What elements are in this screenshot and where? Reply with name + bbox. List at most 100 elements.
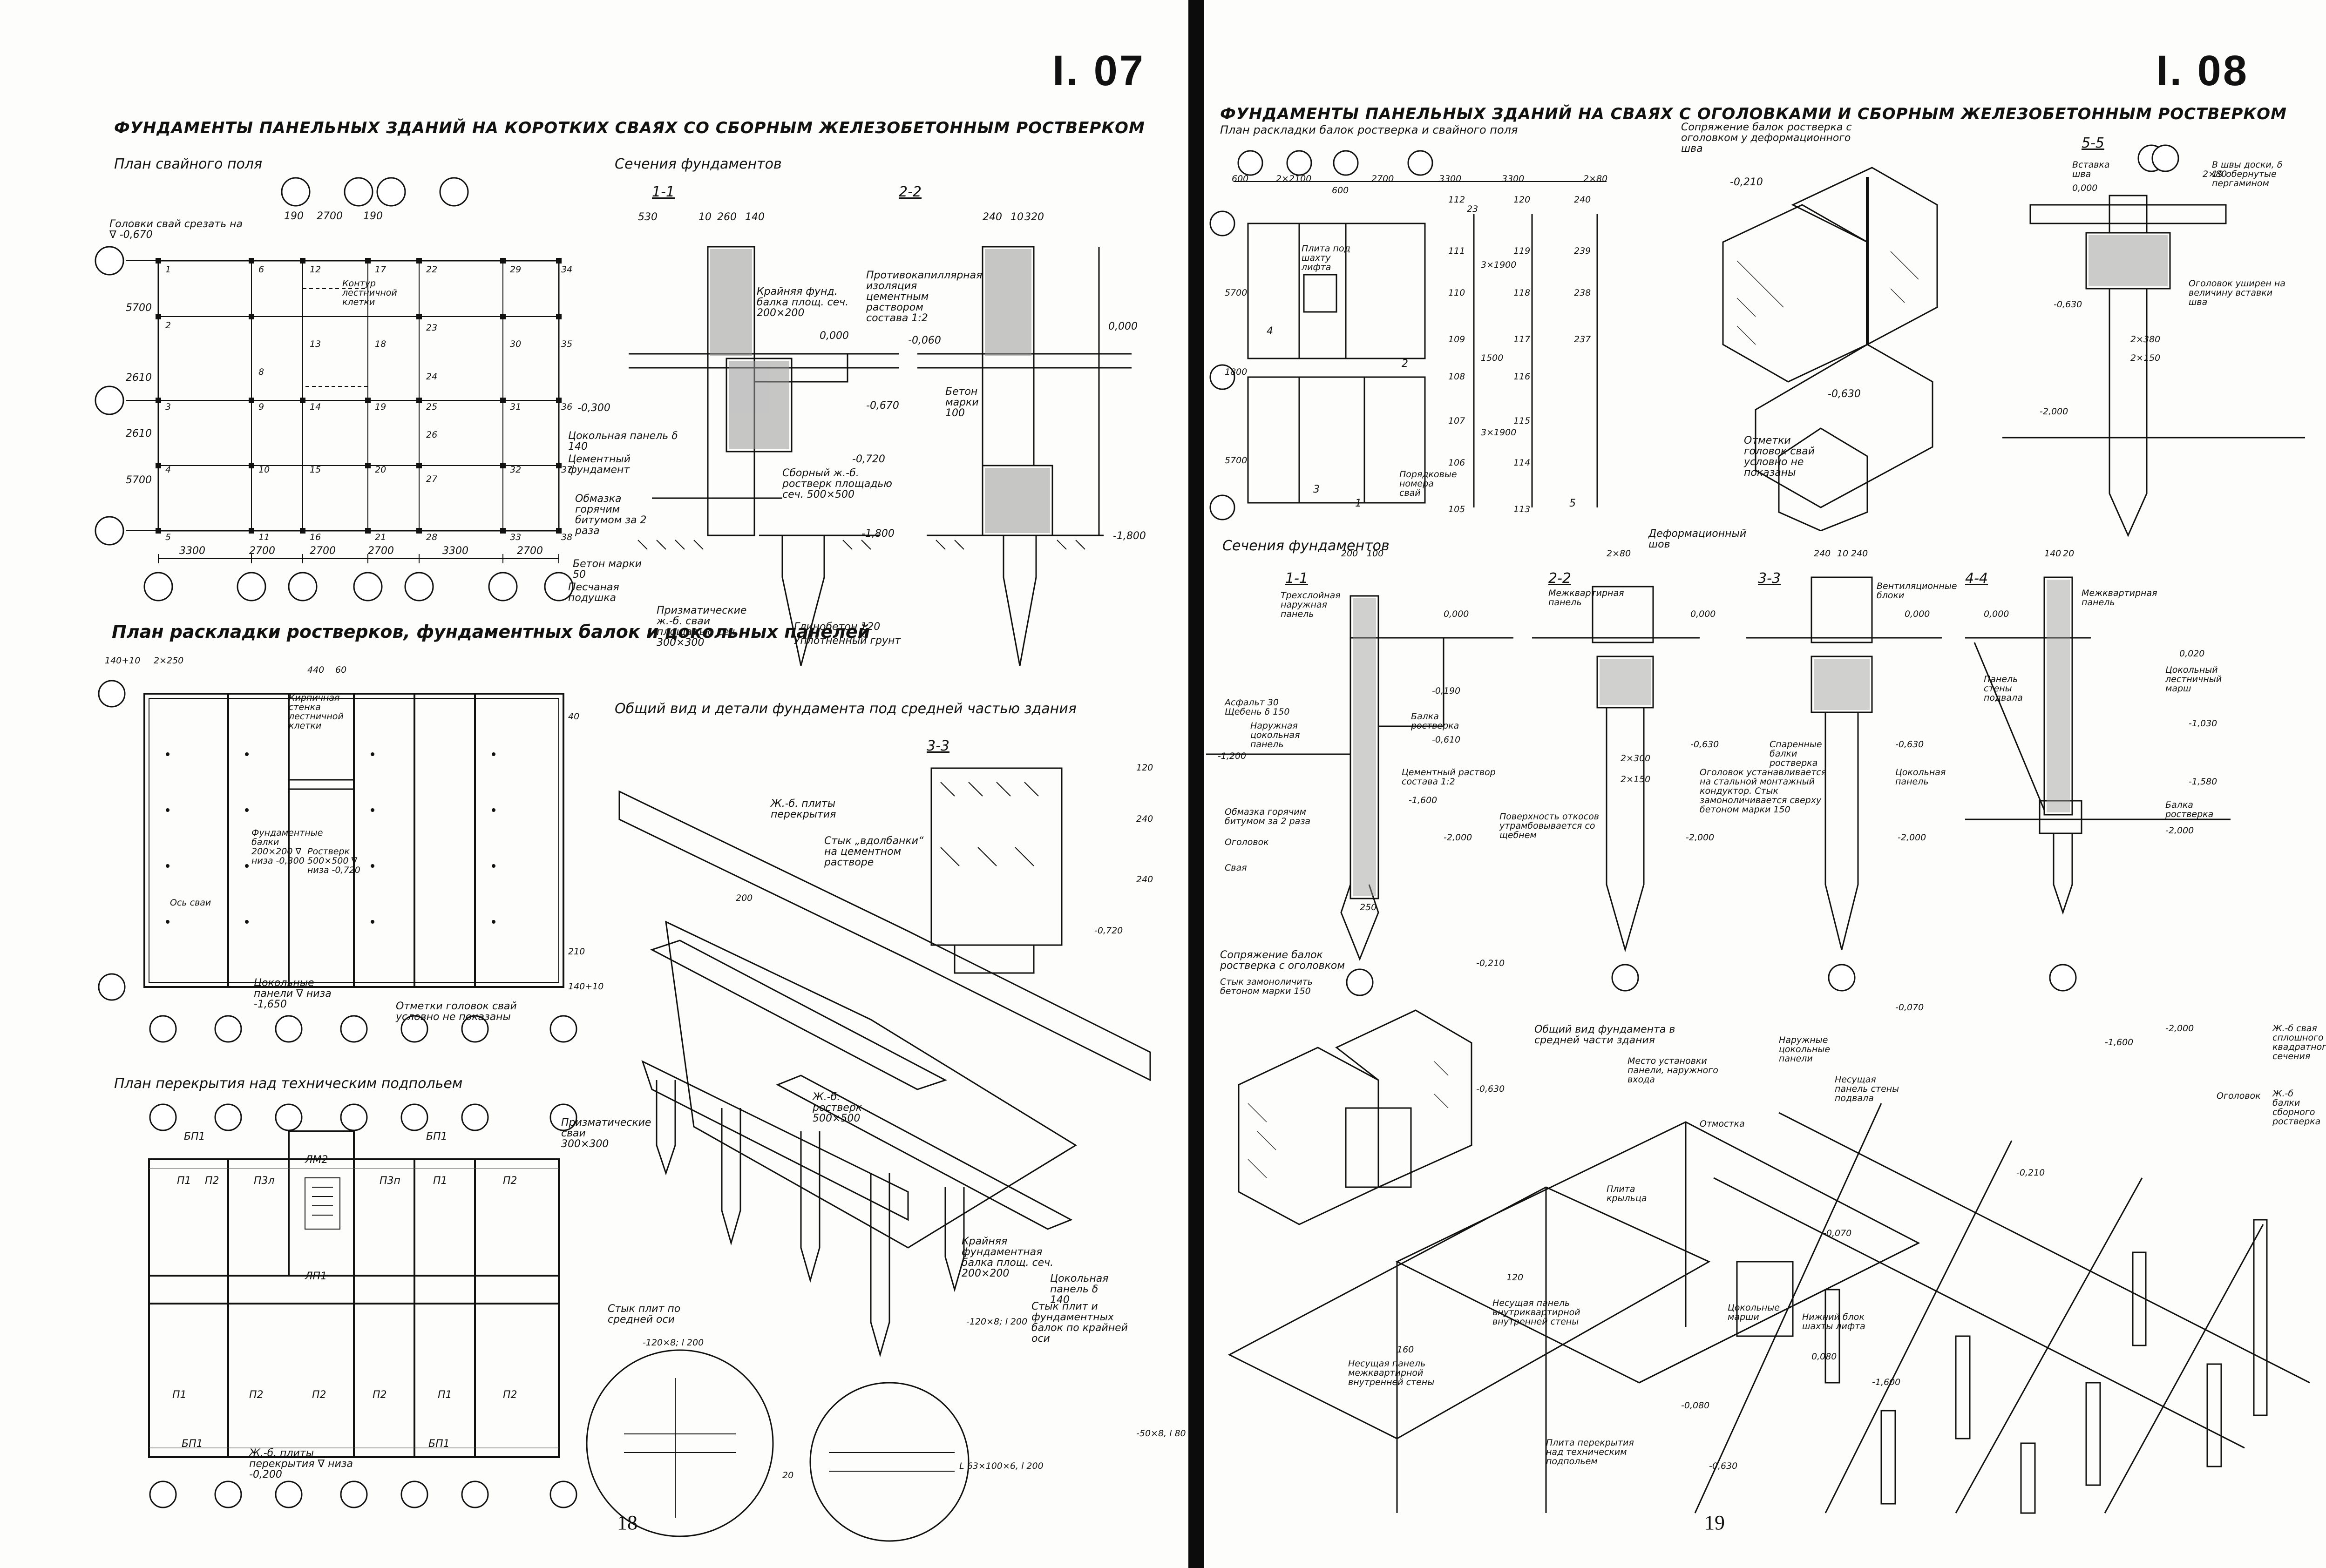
grillage-dim: 140+10: [568, 981, 604, 992]
pile-number: 34: [561, 264, 573, 275]
iso-view-title: Общий вид и детали фундамента под средне…: [615, 701, 1077, 717]
iso-level: -0,070: [1823, 1228, 1852, 1238]
callout-joint-insert: Вставка шва: [2072, 160, 2110, 179]
layout-side-dim: 5700: [1225, 455, 1248, 466]
pile-number: 6: [258, 264, 264, 275]
iso-level: -0,070: [1895, 1002, 1924, 1013]
callout-floor-slabs: Ж.-б. плиты перекрытия: [771, 798, 836, 821]
level-55: 0,000: [2072, 183, 2098, 193]
callout-deformation-joint: Деформационный шов: [1648, 528, 1747, 551]
pile-no: 108: [1448, 372, 1465, 382]
panel-mark: БП1: [184, 1131, 205, 1142]
side-dim-3: 2610: [126, 428, 152, 439]
pile-no: 237: [1574, 334, 1591, 345]
layout-side-dim: 5700: [1225, 288, 1248, 298]
callout-pile-cap-iso: Оголовок: [2217, 1091, 2261, 1101]
sec-dim: 20: [2063, 548, 2075, 559]
panel-mark: П3п: [380, 1175, 400, 1187]
pile-no: 239: [1574, 246, 1591, 256]
pile-number: 38: [561, 532, 573, 542]
callout-cement-mortar: Цементный раствор состава 1:2: [1402, 767, 1496, 787]
pile-number: 1: [165, 264, 171, 275]
axis-bubbles-floor-bottom: [149, 1480, 577, 1508]
callout-brick-stair-wall: Кирпичная стенка лестничной клетки: [289, 693, 344, 731]
layout-dim: 3300: [1502, 174, 1525, 184]
layout-dim: 3300: [1439, 174, 1462, 184]
callout-grillage-beams: Ж.-б балки сборного ростверка: [2272, 1088, 2321, 1127]
pile-number: 35: [561, 339, 573, 349]
sheet-code: I. 07: [1052, 47, 1146, 95]
section-dim: 240: [983, 211, 1002, 223]
axis-bubbles-55: [2137, 144, 2179, 172]
pile-number: 4: [165, 465, 171, 475]
sec-dim: 2×300: [1621, 753, 1651, 764]
pile-no: 240: [1574, 195, 1591, 205]
sec-level: 0,000: [1984, 609, 2009, 619]
floor-plan: [148, 1103, 577, 1508]
sec-dim: 100: [1367, 548, 1384, 559]
bottom-dim-5: 3300: [442, 545, 468, 557]
sec-dim: 240: [1814, 548, 1831, 559]
grillage-plan-title: План раскладки ростверков, фундаментных …: [112, 622, 870, 642]
iso-dim: 160: [1397, 1345, 1414, 1355]
callout-interapartment-bearing-panel: Несущая панель межквартирной внутренней …: [1348, 1358, 1435, 1387]
panel-mark: П2: [205, 1175, 219, 1187]
callout-ventilation-blocks: Вентиляционные блоки: [1877, 581, 1957, 601]
section-mark-5: 5: [1569, 498, 1576, 509]
section-mark-1: 1: [1355, 498, 1362, 509]
callout-plinth-stairs: Цокольные марши: [1728, 1303, 1780, 1322]
iso-dim: L 63×100×6, l 200: [959, 1461, 1044, 1471]
section-dim: 320: [1024, 211, 1044, 223]
level-mark: -0,300: [577, 402, 610, 414]
callout-lift-slab: Плита под шахту лифта: [1302, 243, 1350, 272]
top-dim-3: 190: [363, 210, 383, 222]
callout-interapartment-panel-2: Межквартирная панель: [2082, 588, 2157, 608]
callout-grillage: Сборный ж.-б. ростверк площадью сеч. 500…: [782, 467, 892, 501]
panel-mark: П2: [249, 1389, 264, 1401]
level-mark: -0,670: [866, 400, 899, 412]
sec-level: -0,630: [1690, 739, 1719, 750]
iso-drawing: [586, 767, 1151, 1542]
pile-number: 2: [165, 320, 171, 331]
sec-level: -2,000: [1686, 832, 1715, 843]
stair-outline-note: Контур лестничной клетки: [342, 278, 397, 307]
sec-dim: 10: [1837, 548, 1849, 559]
joint-level: -0,210: [1730, 176, 1763, 188]
conjugation-level: -0,630: [1476, 1084, 1505, 1094]
callout-sand: Песчаная подушка: [568, 581, 619, 604]
callout-pile-axis: Ось сваи: [170, 898, 211, 908]
sec-dim: 2×80: [1607, 548, 1631, 559]
panel-mark: П1: [438, 1389, 452, 1401]
layout-dim: 600: [1232, 174, 1249, 184]
pile-number: 26: [426, 430, 438, 440]
bottom-dim-6: 2700: [517, 545, 543, 557]
section-mark-3: 3: [1313, 484, 1320, 495]
top-dim-1: 190: [284, 210, 304, 222]
axis-bubbles-bottom: [143, 572, 574, 602]
callout-pile: Свая: [1225, 863, 1247, 873]
bottom-dim-2: 2700: [249, 545, 275, 557]
pile-number: 14: [310, 402, 321, 412]
pile-number: 21: [375, 532, 387, 542]
callout-grillage-beam: Балка ростверка: [1411, 711, 1459, 731]
layout-dim: 600: [1332, 185, 1349, 196]
pile-number: 23: [426, 323, 438, 333]
iso-level: -2,000: [2165, 1023, 2194, 1034]
pile-field-title: План свайного поля: [114, 156, 263, 172]
pile-no: 106: [1448, 458, 1465, 468]
bottom-dim-1: 3300: [179, 545, 205, 557]
axis-bubbles-grillage: [98, 680, 577, 1043]
iso-level: 0,080: [1811, 1352, 1837, 1362]
iso-dim: 120: [1136, 763, 1153, 773]
pile-no: 114: [1513, 458, 1531, 468]
callout-bitumen: Обмазка горячим битумом за 2 раза: [575, 493, 647, 537]
callout-outer-plinth-panel: Наружная цокольная панель: [1250, 721, 1300, 750]
section-mark-2: 2: [1402, 358, 1408, 370]
pile-number: 19: [375, 402, 387, 412]
callout-edge-beam: Крайняя фунд. балка площ. сеч. 200×200: [757, 286, 849, 319]
section-dim: 10: [698, 211, 712, 223]
callout-joint-boards: В швы доски, δ 19 обернутые пергамином: [2212, 160, 2283, 189]
sec-level: -2,000: [1898, 832, 1926, 843]
callout-pile-heads-note: Отметки головок свай условно не показаны: [396, 1000, 517, 1023]
pile-no: 112: [1448, 195, 1465, 205]
